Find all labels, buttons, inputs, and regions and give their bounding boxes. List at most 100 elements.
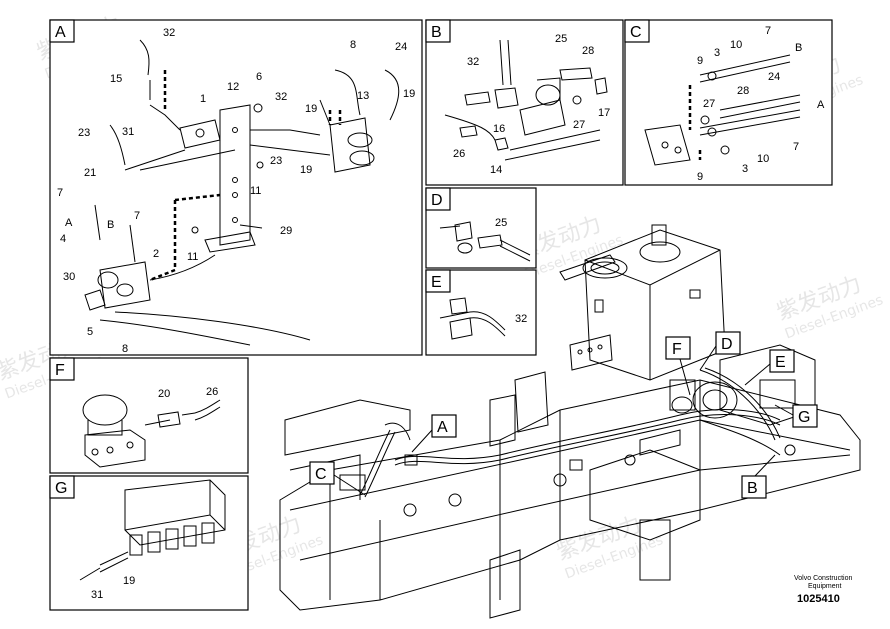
part-label: 31 bbox=[91, 589, 103, 601]
part-label: 15 bbox=[110, 73, 122, 85]
panel-e-tab bbox=[425, 269, 451, 293]
part-label: 32 bbox=[275, 91, 287, 103]
part-label: 19 bbox=[123, 575, 135, 587]
part-label: 24 bbox=[768, 71, 780, 83]
part-label: B bbox=[795, 42, 802, 54]
panel-b-parts bbox=[444, 39, 608, 161]
part-label: 25 bbox=[495, 217, 507, 229]
callout-f[interactable]: F bbox=[665, 336, 691, 396]
part-label: 19 bbox=[300, 164, 312, 176]
callout-g-letter: G bbox=[798, 409, 810, 426]
part-label: 27 bbox=[573, 119, 585, 131]
footer-code: 1025410 bbox=[797, 593, 840, 605]
panel-f: F 20 26 bbox=[49, 357, 249, 474]
main-hose-runs bbox=[359, 367, 781, 498]
callout-e-letter: E bbox=[775, 354, 786, 371]
part-label: 27 bbox=[703, 98, 715, 110]
part-label: A bbox=[65, 217, 73, 229]
panel-b-tab bbox=[425, 19, 451, 43]
part-label: 23 bbox=[78, 127, 90, 139]
part-label: 7 bbox=[57, 187, 63, 199]
callout-e[interactable]: E bbox=[744, 349, 795, 386]
part-label: 32 bbox=[467, 56, 479, 68]
footer-company-sub: Equipment bbox=[808, 583, 842, 590]
callout-d-letter: D bbox=[721, 336, 733, 353]
panel-a-frame bbox=[49, 19, 423, 356]
part-label: 23 bbox=[270, 155, 282, 167]
part-label: 8 bbox=[122, 343, 128, 355]
part-label: 7 bbox=[765, 25, 771, 37]
footer-company: Volvo Construction bbox=[794, 575, 852, 582]
callout-d[interactable]: D bbox=[699, 331, 741, 371]
part-label: 10 bbox=[757, 153, 769, 165]
part-label: 29 bbox=[280, 225, 292, 237]
part-label: 19 bbox=[403, 88, 415, 100]
panel-a-dashed-lines bbox=[149, 70, 342, 282]
panel-d-letter: D bbox=[431, 192, 443, 209]
panel-a-letter: A bbox=[55, 24, 66, 41]
part-label: 2 bbox=[153, 248, 159, 260]
panel-c-letter: C bbox=[630, 24, 642, 41]
part-label: 28 bbox=[582, 45, 594, 57]
callout-a[interactable]: A bbox=[411, 414, 457, 453]
part-label: 11 bbox=[187, 251, 198, 263]
panel-d-tab bbox=[425, 187, 451, 211]
panel-c-dashed-lines bbox=[688, 85, 702, 160]
panel-c-tab bbox=[624, 19, 650, 43]
part-label: 10 bbox=[730, 39, 742, 51]
machine-frame-drawing bbox=[279, 224, 861, 619]
callout-b-letter: B bbox=[747, 480, 758, 497]
panel-f-letter: F bbox=[55, 362, 65, 379]
panel-a-parts bbox=[84, 39, 400, 346]
panel-f-parts bbox=[82, 394, 221, 468]
panel-d: D 25 bbox=[425, 187, 537, 269]
part-label: 21 bbox=[84, 167, 96, 179]
part-label: A bbox=[817, 99, 825, 111]
callout-c[interactable]: C bbox=[309, 461, 366, 496]
part-label: 30 bbox=[63, 271, 75, 283]
part-label: 3 bbox=[742, 163, 748, 175]
panel-d-parts bbox=[439, 221, 531, 262]
part-label: 17 bbox=[598, 107, 610, 119]
panel-e-letter: E bbox=[431, 274, 442, 291]
panel-f-frame bbox=[49, 357, 249, 474]
panel-g-tab bbox=[49, 475, 75, 499]
part-label: 25 bbox=[555, 33, 567, 45]
part-label: 11 bbox=[250, 185, 261, 197]
panel-f-tab bbox=[49, 357, 75, 381]
panel-b: B 25 28 32 16 17 27 26 14 bbox=[425, 19, 624, 186]
part-label: 26 bbox=[453, 148, 465, 160]
part-label: 13 bbox=[357, 90, 369, 102]
panel-c-parts bbox=[644, 54, 801, 166]
callout-b[interactable]: B bbox=[741, 454, 776, 499]
part-label: 6 bbox=[256, 71, 262, 83]
panel-e-parts bbox=[439, 297, 506, 340]
part-label: 16 bbox=[493, 123, 505, 135]
panel-g-parts bbox=[79, 479, 226, 581]
part-label: 4 bbox=[60, 233, 66, 245]
part-label: 9 bbox=[697, 171, 703, 183]
part-label: 14 bbox=[490, 164, 502, 176]
part-label: 3 bbox=[714, 47, 720, 59]
part-label: 28 bbox=[737, 85, 749, 97]
part-label: B bbox=[107, 219, 114, 231]
panel-a: A bbox=[49, 19, 423, 356]
callout-a-letter: A bbox=[437, 419, 448, 436]
panel-e: E 32 bbox=[425, 269, 537, 356]
part-label: 8 bbox=[350, 39, 356, 51]
part-label: 32 bbox=[163, 27, 175, 39]
part-label: 26 bbox=[206, 386, 218, 398]
panel-a-tab bbox=[49, 19, 75, 43]
callout-g[interactable]: G bbox=[774, 404, 818, 428]
part-label: 24 bbox=[395, 41, 407, 53]
part-label: 9 bbox=[697, 55, 703, 67]
part-label: 32 bbox=[515, 313, 527, 325]
part-label: 20 bbox=[158, 388, 170, 400]
part-label: 31 bbox=[122, 126, 134, 138]
part-label: 7 bbox=[793, 141, 799, 153]
panel-b-frame bbox=[425, 19, 624, 186]
part-label: 19 bbox=[305, 103, 317, 115]
panel-c: C 9 3 10 7 B 24 27 28 9 3 10 7 bbox=[624, 19, 833, 186]
callout-f-letter: F bbox=[672, 341, 682, 358]
